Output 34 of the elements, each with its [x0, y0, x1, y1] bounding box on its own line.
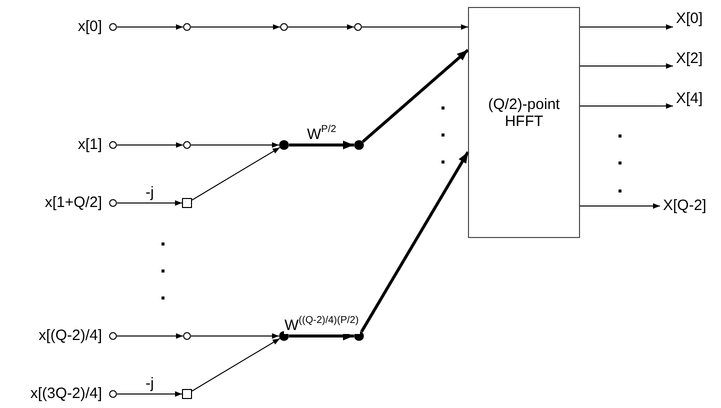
arrow — [192, 147, 280, 200]
arrow — [580, 103, 674, 109]
arrow — [289, 332, 354, 340]
arrow — [288, 24, 354, 30]
edge-label: W$^{((Q-2)/4)(P/2)}$ — [284, 317, 360, 334]
block-title: (Q/2)-point HFFT — [487, 96, 561, 130]
arrow — [362, 48, 469, 143]
edge-label: -j — [144, 375, 155, 392]
arrow — [116, 391, 182, 397]
hfft-block — [468, 7, 580, 238]
arrow — [192, 338, 280, 392]
input-label: x[(Q-2)/4] — [38, 327, 102, 344]
arrow — [116, 333, 184, 339]
output-label: X[Q-2] — [663, 197, 719, 215]
output-label: X[2] — [676, 50, 716, 68]
arrow — [360, 151, 470, 332]
arrow — [116, 142, 184, 148]
arrow — [362, 24, 468, 30]
output-label: X[4] — [676, 90, 716, 108]
input-label: x[1+Q/2] — [44, 194, 102, 211]
arrow — [190, 142, 280, 148]
arrow — [580, 24, 674, 30]
arrow — [580, 203, 660, 209]
arrow — [116, 200, 182, 206]
arrow — [190, 24, 280, 30]
input-label: x[1] — [78, 136, 102, 153]
arrow — [116, 24, 184, 30]
arrow — [289, 140, 354, 150]
input-label: x[(3Q-2)/4] — [30, 385, 102, 402]
input-label: x[0] — [78, 18, 102, 35]
output-label: X[0] — [676, 10, 716, 28]
arrow — [190, 333, 280, 339]
arrow — [580, 63, 674, 69]
edge-label: -j — [144, 184, 155, 201]
